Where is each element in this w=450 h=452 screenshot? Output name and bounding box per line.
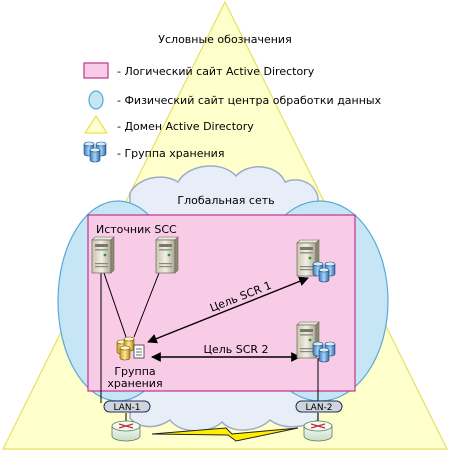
- scc-source-server-2: [155, 236, 179, 274]
- datacenter-site-ellipse-icon: [88, 90, 104, 110]
- link-server1-storage: [103, 272, 127, 338]
- scc-source-server-1: [91, 236, 115, 274]
- lan-2-segment: LAN-2: [295, 400, 343, 413]
- wan-label: Глобальная сеть: [177, 194, 274, 207]
- lan-2-label: LAN-2: [305, 403, 332, 413]
- storage-group-label-line2: хранения: [107, 377, 162, 390]
- document-icon: [133, 344, 145, 359]
- legend-label-datacenter: - Физический сайт центра обработки данны…: [117, 94, 382, 107]
- storage-group-label-line1: Группа: [114, 365, 155, 378]
- lan-1-segment: LAN-1: [103, 400, 151, 413]
- lan-1-label: LAN-1: [113, 403, 140, 413]
- legend-label-storage-group: - Группа хранения: [117, 147, 224, 160]
- router-right: [303, 420, 333, 442]
- storage-group-icon: [83, 141, 107, 163]
- legend-item-storage-group: - Группа хранения: [83, 141, 224, 163]
- legend-item-ad-domain: - Домен Active Directory: [83, 114, 254, 134]
- legend-label-ad-site: - Логический сайт Active Directory: [117, 65, 315, 78]
- legend-label-ad-domain: - Домен Active Directory: [117, 120, 254, 133]
- ad-site-rect-icon: [83, 62, 109, 79]
- legend-title: Условные обозначения: [158, 33, 291, 46]
- ad-domain-triangle-icon: [83, 114, 109, 134]
- router-left: [111, 420, 141, 442]
- scr-target-1-arrow: [147, 276, 309, 344]
- legend-item-ad-site: - Логический сайт Active Directory: [83, 62, 315, 79]
- scr-target-2-label: Цель SCR 2: [203, 343, 268, 356]
- wan-link-lightning: [151, 427, 299, 442]
- source-storage-group: [116, 336, 145, 361]
- scc-source-label: Источник SCC: [96, 223, 177, 236]
- legend-item-datacenter: - Физический сайт центра обработки данны…: [88, 90, 382, 110]
